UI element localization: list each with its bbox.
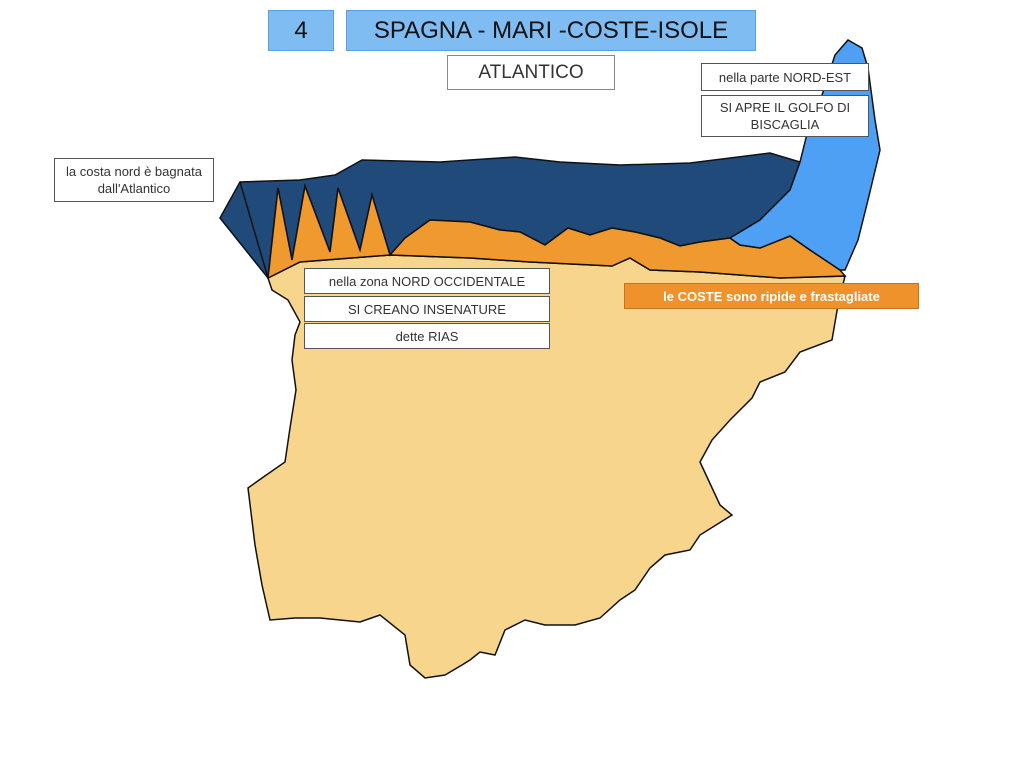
slide-title: SPAGNA - MARI -COSTE-ISOLE (346, 10, 756, 51)
note-north-east: nella parte NORD-EST (701, 63, 869, 91)
note-inlets: SI CREANO INSENATURE (304, 296, 550, 322)
atlantic-label: ATLANTICO (447, 55, 615, 90)
note-rias: dette RIAS (304, 323, 550, 349)
note-north-coast: la costa nord è bagnata dall'Atlantico (54, 158, 214, 202)
note-northwest-zone: nella zona NORD OCCIDENTALE (304, 268, 550, 294)
coastal-strip (239, 181, 847, 280)
slide-number: 4 (268, 10, 334, 51)
note-gulf: SI APRE IL GOLFO DI BISCAGLIA (701, 95, 869, 137)
note-coasts: le COSTE sono ripide e frastagliate (624, 283, 919, 309)
